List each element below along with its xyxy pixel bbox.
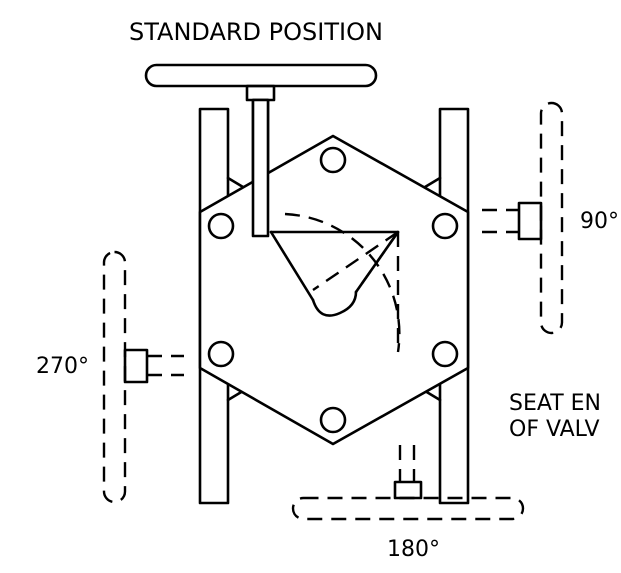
angle-90-label: 90°	[580, 209, 619, 234]
seat-end-note-line2: OF VALV	[509, 417, 600, 442]
bolt-hole	[431, 212, 459, 240]
handwheel-stem	[251, 98, 270, 238]
bolt-holes	[207, 146, 459, 434]
valve-plug	[269, 230, 400, 317]
standard-position-label: STANDARD POSITION	[129, 18, 383, 46]
handwheel-90	[482, 101, 564, 335]
handwheel-270	[102, 250, 184, 504]
hexagonal-flange	[198, 134, 470, 446]
angle-270-label: 270°	[36, 354, 89, 379]
handwheel-180	[291, 445, 525, 521]
bolt-hole	[319, 146, 347, 174]
bolt-hole	[431, 340, 459, 368]
bolt-hole	[207, 212, 235, 240]
angle-180-label: 180°	[387, 537, 440, 562]
bolt-hole	[207, 340, 235, 368]
bolt-hole	[319, 406, 347, 434]
seat-end-note-line1: SEAT EN	[509, 391, 601, 416]
